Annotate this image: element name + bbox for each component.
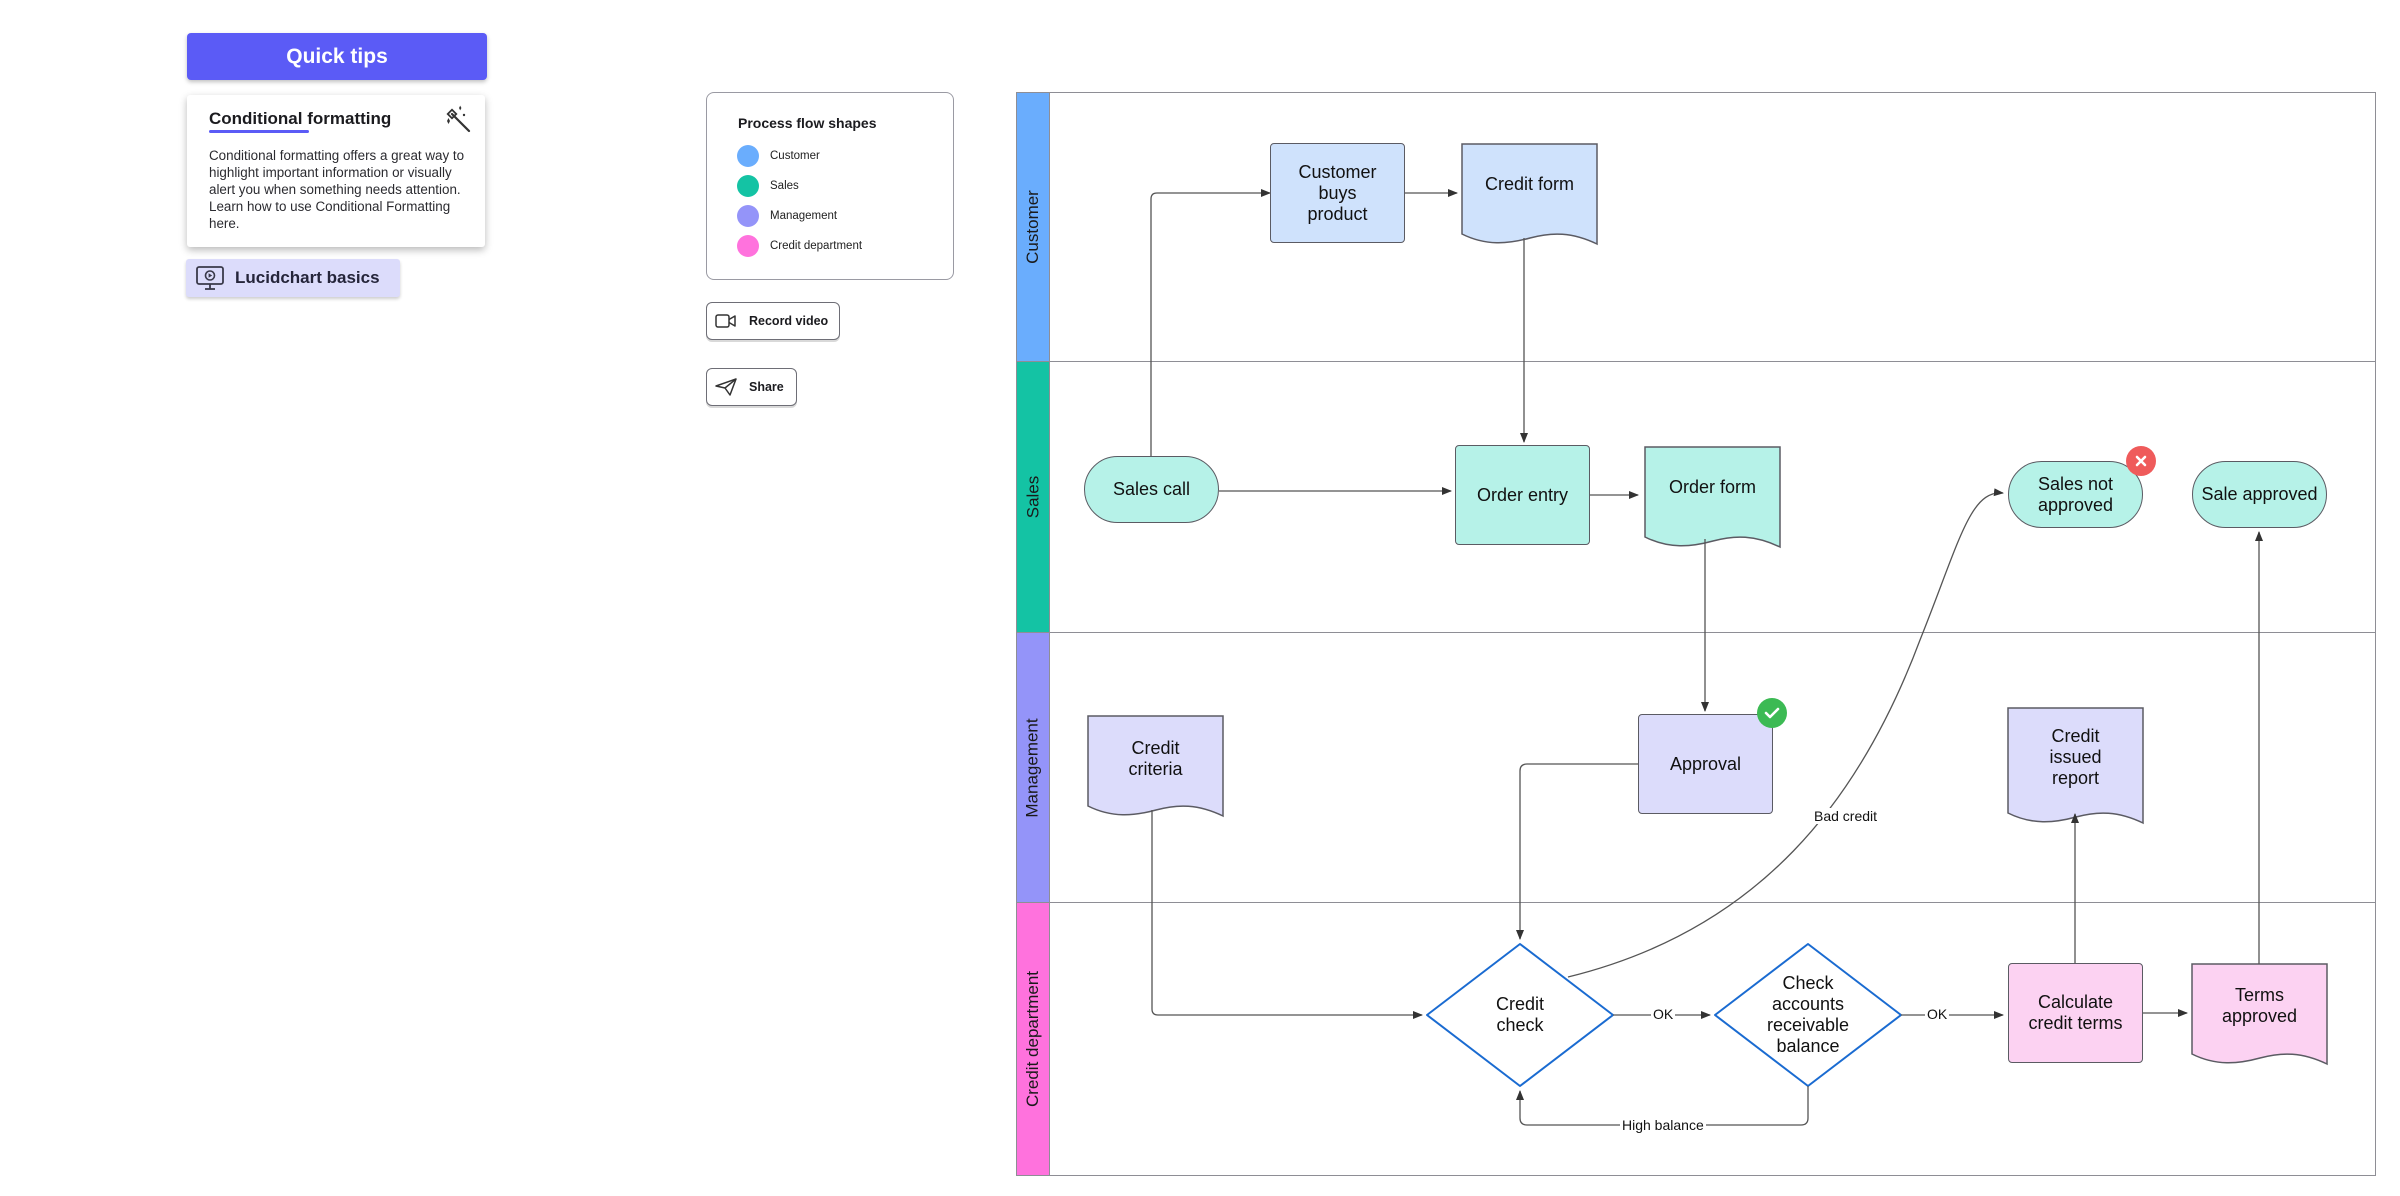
- legend-dot-management: [737, 205, 759, 227]
- credit-form-label: Credit form: [1484, 173, 1574, 194]
- video-camera-icon: [715, 314, 736, 328]
- node-label: Sales not approved: [2037, 473, 2114, 515]
- legend-label: Sales: [770, 180, 799, 192]
- lane-divider: [1016, 902, 2376, 903]
- node-label: Credit criteria: [1128, 738, 1183, 779]
- magic-wand-icon: [446, 105, 471, 133]
- legend-title: Process flow shapes: [738, 115, 877, 131]
- legend-label: Management: [770, 210, 838, 222]
- approved-badge-icon: [1757, 698, 1787, 728]
- send-icon: [715, 378, 737, 396]
- credit-criteria-doc[interactable]: [1087, 715, 1224, 818]
- node-label: Credit check: [1495, 994, 1544, 1035]
- legend-dot-sales: [737, 175, 759, 197]
- credit-criteria-label: Credit criteria: [1088, 716, 1223, 802]
- legend-item-customer: Customer: [737, 144, 820, 168]
- node-label: Sales call: [1112, 479, 1191, 499]
- node-label: Order entry: [1476, 484, 1569, 505]
- node-label: Terms approved: [2221, 985, 2298, 1026]
- credit-issued-report-label: Credit issued report: [2008, 712, 2143, 802]
- sales-not-approved-node[interactable]: Sales not approved: [2008, 461, 2143, 528]
- legend-panel: Process flow shapes Customer Sales Manag…: [706, 92, 954, 280]
- credit-form-doc[interactable]: [1461, 143, 1598, 246]
- edge-label-high-balance: High balance: [1620, 1117, 1706, 1133]
- node-label: Check accounts receivable balance: [1766, 973, 1850, 1056]
- node-label: Calculate credit terms: [2028, 992, 2123, 1033]
- tip-title: Conditional formatting: [209, 109, 392, 128]
- node-label: Sale approved: [2201, 484, 2318, 504]
- lane-header-customer[interactable]: Customer: [1017, 93, 1050, 361]
- record-video-label: Record video: [749, 314, 829, 328]
- credit-check-label: Credit check: [1460, 985, 1580, 1045]
- edge-credit-criteria-to-credit-check: [1151, 810, 1423, 1019]
- terms-approved-label: Terms approved: [2192, 964, 2327, 1048]
- edge-approval-to-credit-check: [1516, 763, 1638, 940]
- tip-body[interactable]: Conditional formatting offers a great wa…: [209, 148, 465, 231]
- legend-dot-customer: [737, 145, 759, 167]
- calculate-credit-terms-node[interactable]: Calculate credit terms: [2008, 963, 2143, 1063]
- order-entry-node[interactable]: Order entry: [1455, 445, 1590, 545]
- edge-bad-credit-to-not-approved: [1567, 488, 2004, 978]
- order-form-doc[interactable]: [1644, 446, 1781, 549]
- order-form-label: Order form: [1668, 476, 1756, 497]
- lucidchart-basics-label: Lucidchart basics: [235, 268, 380, 287]
- legend-label: Customer: [770, 150, 820, 162]
- legend-dot-credit: [737, 235, 759, 257]
- lane-header-credit-department[interactable]: Credit department: [1017, 903, 1050, 1175]
- record-video-button[interactable]: Record video: [706, 302, 840, 340]
- lucidchart-basics-button[interactable]: Lucidchart basics: [186, 259, 400, 297]
- edge-sales-call-to-customer-buys: [1150, 189, 1271, 456]
- tip-card: Conditional formatting Conditional forma…: [187, 95, 485, 247]
- legend-label: Credit department: [770, 240, 863, 252]
- edge-label-ok: OK: [1651, 1006, 1676, 1022]
- quick-tips-button[interactable]: Quick tips: [187, 33, 487, 80]
- edge-label-bad-credit: Bad credit: [1812, 808, 1880, 824]
- node-label: Approval: [1669, 753, 1742, 774]
- terms-approved-doc[interactable]: [2191, 963, 2328, 1066]
- legend-item-sales: Sales: [737, 174, 799, 198]
- swimlane-frame: [1016, 92, 2376, 1176]
- lane-header-management[interactable]: Management: [1017, 633, 1050, 902]
- lane-divider: [1016, 361, 2376, 362]
- sales-call-node[interactable]: Sales call: [1084, 456, 1219, 523]
- monitor-icon: [196, 266, 224, 290]
- lane-divider: [1016, 632, 2376, 633]
- credit-check-diamond[interactable]: [1426, 943, 1614, 1087]
- tip-title-underline: [209, 130, 309, 133]
- lane-header-sales[interactable]: Sales: [1017, 362, 1050, 632]
- share-button[interactable]: Share: [706, 368, 797, 406]
- check-accounts-label: Check accounts receivable balance: [1733, 968, 1883, 1062]
- legend-item-credit: Credit department: [737, 234, 862, 258]
- node-label: Customer buys product: [1298, 161, 1377, 224]
- node-label: Credit issued report: [2049, 725, 2102, 788]
- sale-approved-node[interactable]: Sale approved: [2192, 461, 2327, 528]
- share-label: Share: [749, 380, 784, 394]
- legend-item-management: Management: [737, 204, 837, 228]
- customer-buys-product-node[interactable]: Customer buys product: [1270, 143, 1405, 243]
- approval-node[interactable]: Approval: [1638, 714, 1773, 814]
- edge-label-ok: OK: [1925, 1006, 1950, 1022]
- rejected-badge-icon: [2126, 446, 2156, 476]
